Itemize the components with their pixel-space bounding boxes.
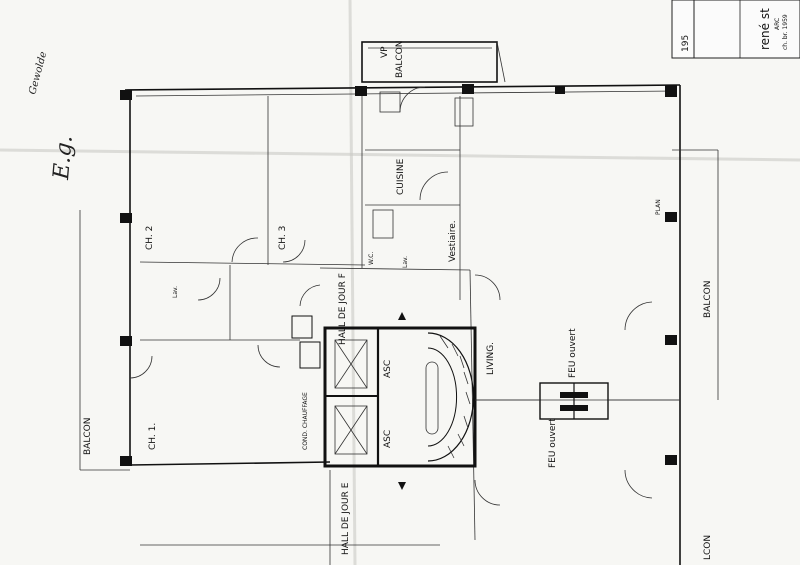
structural-columns <box>120 84 677 466</box>
paper-fold-line <box>348 0 357 565</box>
elevator-label-bottom: ASC <box>383 430 393 448</box>
small-tag: PLAN <box>655 199 662 215</box>
elevator-stair-core: ASC ASC <box>291 312 477 490</box>
elevator-label-top: ASC <box>383 360 393 378</box>
balcony-label-top: BALCON <box>395 41 405 78</box>
date-note: ch. br. 1959 <box>782 14 789 50</box>
title-block: 195 rené st ARC ch. br. 1959 <box>671 0 800 59</box>
heating-duct-label: COND. CHAUFFAGE <box>302 392 309 450</box>
wc-label: W.C. <box>368 252 375 265</box>
cloakroom-label: Vestiaire. <box>448 220 458 262</box>
day-hall-f-label: HALL DE JOUR F <box>338 273 348 345</box>
architect-title: ARC <box>774 18 781 30</box>
balcony-label-right: BALCON <box>703 281 713 318</box>
vp-label: VP <box>380 46 390 58</box>
bedroom-2-label: CH. 2 <box>145 226 155 250</box>
sheet-number: 195 <box>681 35 691 52</box>
kitchen-label: CUISINE <box>396 158 406 195</box>
living-room-label: LIVING. <box>486 342 496 375</box>
interior-partitions <box>139 91 680 541</box>
bedroom-1-label: CH. 1. <box>148 423 158 450</box>
fireplace-label-bottom: FEU ouvert <box>548 418 558 468</box>
door-swings <box>129 86 653 506</box>
fireplaces <box>475 382 680 420</box>
washbasin-label: Lav. <box>402 256 409 268</box>
outer-walls <box>124 84 681 565</box>
architect-name: rené st <box>758 8 772 50</box>
washbasin-label-2: Lav. <box>172 286 179 298</box>
day-hall-e-label: HALL DE JOUR E <box>341 482 351 555</box>
handwritten-mark: E.g. <box>49 134 78 181</box>
fireplace-label-top: FEU ouvert <box>568 328 578 378</box>
bedroom-3-label: CH. 3 <box>278 226 288 250</box>
top-balcony: VP BALCON <box>361 41 506 83</box>
balcony-label-bottom-right: LCON <box>703 535 713 560</box>
paper-fold-line <box>0 148 800 162</box>
balcony-label-left: BALCON <box>83 418 93 455</box>
handwritten-note: Gewolde <box>27 50 49 95</box>
